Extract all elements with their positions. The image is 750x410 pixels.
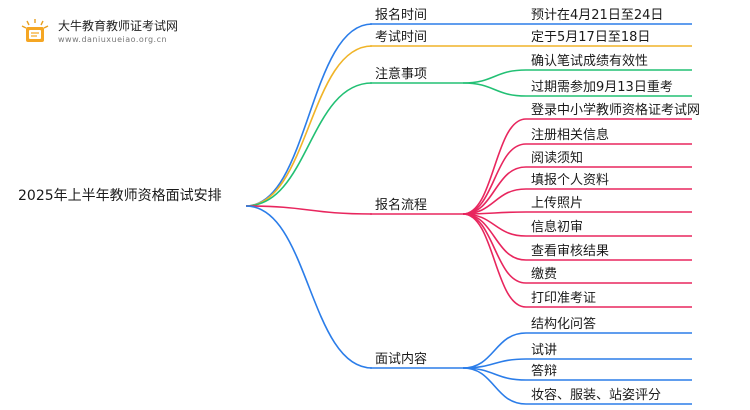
branch-connector [462, 118, 527, 215]
leaf-node: 过期需参加9月13日重考 [531, 79, 673, 95]
root-connector [245, 82, 373, 207]
leaf-node: 确认笔试成绩有效性 [531, 53, 648, 69]
leaf-node: 查看审核结果 [531, 243, 609, 259]
root-connector [245, 205, 373, 369]
branch-node: 报名时间 [375, 7, 427, 23]
watermark-url: www.daniuxueiao.org.cn [58, 35, 168, 44]
leaf-node: 阅读须知 [531, 150, 583, 166]
leaf-node: 答辩 [531, 363, 557, 379]
leaf-node: 上传照片 [531, 196, 583, 211]
leaf-node: 信息初审 [531, 219, 583, 235]
branch-connector [462, 213, 527, 261]
root-connector [245, 45, 373, 207]
root-connector [245, 23, 373, 207]
branch-connector [462, 69, 527, 84]
branch-connector [462, 213, 527, 308]
leaf-node: 缴费 [531, 267, 557, 282]
branch-connector [462, 82, 527, 97]
branch-connector [462, 367, 527, 405]
leaf-node: 试讲 [531, 343, 557, 358]
leaf-node: 结构化问答 [531, 316, 596, 332]
leaf-node: 定于5月17日至18日 [531, 30, 650, 45]
root-connector [245, 205, 373, 215]
leaf-node: 登录中小学教师资格证考试网 [531, 102, 700, 118]
watermark-title: 大牛教育教师证考试网 [58, 19, 179, 33]
leaf-node: 注册相关信息 [531, 127, 609, 143]
leaf-node: 填报个人资料 [531, 173, 609, 188]
root-node: 2025年上半年教师资格面试安排 [18, 188, 222, 204]
branch-node: 面试内容 [375, 351, 427, 367]
branch-node: 报名流程 [375, 197, 427, 213]
leaf-node: 预计在4月21日至24日 [531, 8, 663, 23]
branch-connector [462, 143, 527, 215]
book-icon [21, 19, 49, 42]
branch-node: 考试时间 [375, 30, 427, 45]
watermark: 大牛教育教师证考试网 www.daniuxueiao.org.cn [18, 14, 258, 50]
leaf-node: 妆容、服装、站姿评分 [531, 387, 661, 403]
branch-node: 注意事项 [375, 66, 427, 82]
leaf-node: 打印准考证 [531, 291, 596, 306]
